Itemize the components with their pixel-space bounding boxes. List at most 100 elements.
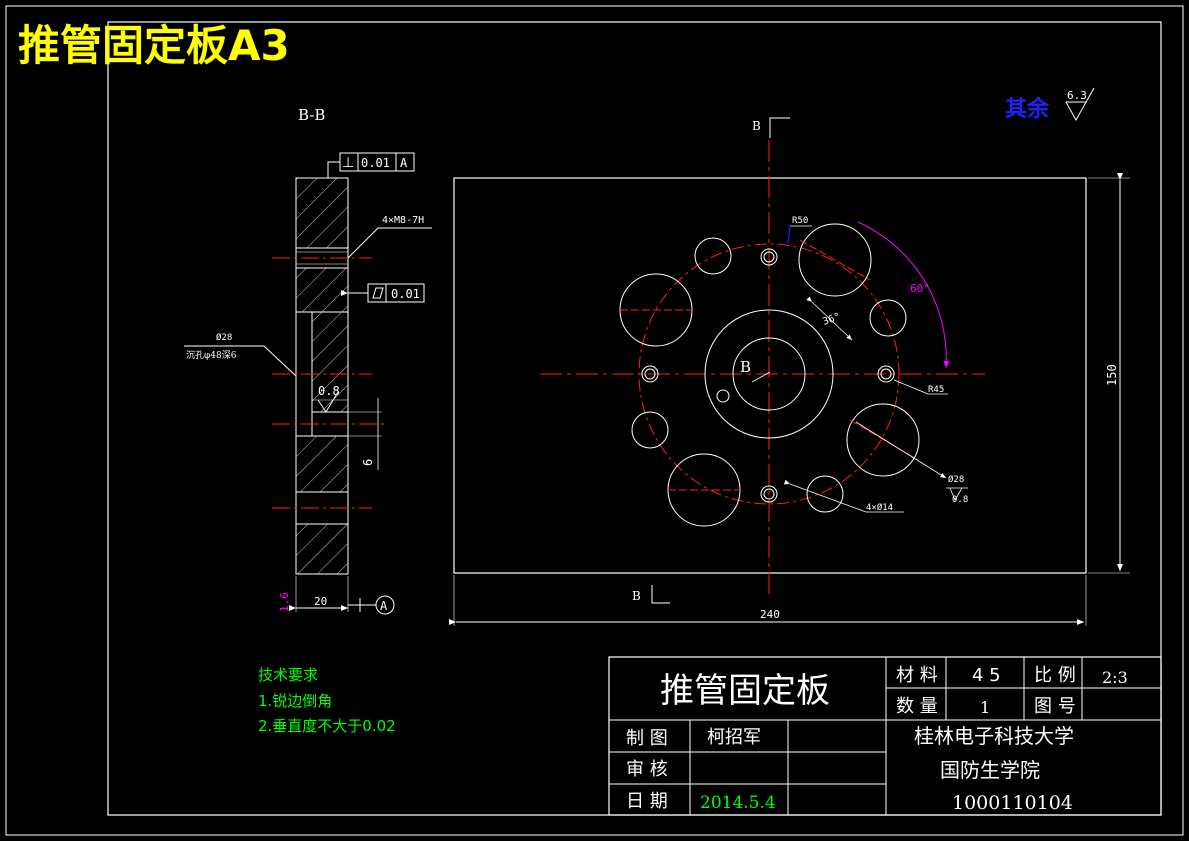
height-dimension: 150 <box>1088 173 1130 574</box>
thickness-dimension: 20 <box>289 576 349 612</box>
sheet-title: 推管固定板A3 <box>18 21 290 70</box>
inner-roughness: 0.8 <box>312 384 348 413</box>
angle-60-label: 60° <box>910 282 930 295</box>
hole-center-line <box>849 419 919 461</box>
section-hatch-bottom <box>295 523 349 575</box>
edge-roughness: 1.6 <box>278 592 291 612</box>
section-mark-bottom: B <box>632 589 641 603</box>
hole-dia-label: Ø28 <box>948 474 964 485</box>
check-label: 审 核 <box>626 759 668 780</box>
tech-requirement-item: 2.垂直度不大于0.02 <box>258 717 396 735</box>
qty-value: 1 <box>980 698 990 717</box>
center-bore-inner <box>732 337 806 411</box>
gdt-perp-tol: 0.01 <box>361 156 390 170</box>
title-block: 推管固定板 材 料 4 5 比 例 2:3 数 量 1 图 号 制 图 柯招军 … <box>608 656 1162 816</box>
section-cut-bottom: B <box>632 585 670 604</box>
drawing-no-label: 图 号 <box>1034 696 1076 717</box>
pitch-circle-r45 <box>638 243 900 505</box>
date-value: 2014.5.4 <box>700 793 776 813</box>
tech-requirement-item: 1.锐边倒角 <box>258 692 332 710</box>
large-hole <box>846 403 920 477</box>
student-id: 1000110104 <box>952 792 1073 814</box>
medium-hole <box>869 299 907 337</box>
section-hatch-top <box>295 177 349 249</box>
drawn-label: 制 图 <box>626 728 668 749</box>
small-hole-inner <box>880 368 892 380</box>
height-dimension-value: 150 <box>1105 364 1119 386</box>
gdt-flatness-frame: 0.01 <box>341 283 425 303</box>
thread-callout-text: 4×M8-7H <box>382 215 424 226</box>
plate-outline <box>453 177 1087 574</box>
gdt-perp-symbol: ⊥ <box>342 155 354 171</box>
small-holes-callout: 4×Ø14 <box>783 479 904 513</box>
angle-60-dimension: 60° <box>857 221 950 369</box>
tech-requirements-heading: 技术要求 <box>258 666 318 684</box>
medium-hole <box>694 237 732 275</box>
roughness-symbol-icon <box>1065 87 1095 122</box>
edge-roughness-value: 1.6 <box>278 592 291 612</box>
section-label: B-B <box>298 106 325 124</box>
inner-roughness-value: 0.8 <box>318 384 340 398</box>
small-hole-inner <box>763 488 775 500</box>
section-view: B-B ⊥ 0.01 A 4×M8-7H <box>184 106 432 615</box>
center-leader <box>751 371 771 383</box>
school-name: 桂林电子科技大学 <box>914 724 1074 748</box>
hole-diameter-callout: Ø28 0.8 <box>855 421 968 505</box>
section-mark-top: B <box>752 119 761 133</box>
width-dimension-value: 240 <box>760 608 780 621</box>
tech-requirements: 技术要求 1.锐边倒角 2.垂直度不大于0.02 <box>258 666 396 735</box>
r45-label: R45 <box>928 385 944 395</box>
roughness-note: 其余 6.3 <box>1005 87 1095 122</box>
plan-view: B B B <box>449 117 1130 626</box>
roughness-note-value: 6.3 <box>1067 89 1087 102</box>
depth-dimension-value: 6 <box>361 459 375 466</box>
scale-value: 2:3 <box>1102 668 1128 687</box>
section-hatch-cb <box>311 311 349 413</box>
material-label: 材 料 <box>896 665 938 686</box>
roughness-note-label: 其余 <box>1005 96 1050 122</box>
counterbore-callout: Ø28 沉孔φ48深6 <box>184 332 297 377</box>
large-hole <box>798 223 872 297</box>
qty-label: 数 量 <box>896 696 938 717</box>
medium-hole <box>631 411 669 449</box>
thread-callout: 4×M8-7H <box>347 215 432 259</box>
section-cut-top: B <box>752 117 790 138</box>
depth-dimension: 6 <box>348 398 382 470</box>
drawn-value: 柯招军 <box>707 727 761 748</box>
material-value: 4 5 <box>972 665 1001 686</box>
small-hole <box>760 485 778 503</box>
section-hatch-mid <box>295 267 349 313</box>
hole-finish-label: 0.8 <box>952 495 968 505</box>
center-label: B <box>740 358 751 376</box>
r50-label: R50 <box>792 216 808 226</box>
section-hatch-low <box>295 435 349 493</box>
outer-sheet-border <box>5 5 1184 836</box>
width-dimension: 240 <box>449 575 1087 626</box>
gdt-perp-datum: A <box>400 156 408 170</box>
small-holes-label: 4×Ø14 <box>866 502 893 513</box>
datum-a-label: A <box>380 599 388 613</box>
r45-callout: R45 <box>893 379 948 395</box>
r50-callout: R50 <box>787 216 812 245</box>
thickness-dimension-value: 20 <box>314 595 327 608</box>
hole-center-line <box>799 239 871 281</box>
counterbore-note: 沉孔φ48深6 <box>186 350 237 361</box>
medium-hole <box>806 475 844 513</box>
college-name: 国防生学院 <box>940 758 1040 782</box>
scale-label: 比 例 <box>1034 665 1076 686</box>
pin-hole <box>716 389 730 403</box>
gdt-flat-tol: 0.01 <box>391 287 420 301</box>
small-hole-inner <box>644 368 656 380</box>
small-hole <box>877 365 895 383</box>
part-name: 推管固定板 <box>660 671 830 711</box>
datum-a-symbol: A <box>348 595 395 615</box>
small-hole-inner <box>763 251 775 263</box>
small-hole <box>760 248 778 266</box>
small-hole <box>641 365 659 383</box>
flatness-symbol-icon <box>372 287 384 299</box>
counterbore-dia: Ø28 <box>216 332 232 343</box>
gdt-perpendicularity-frame: ⊥ 0.01 A <box>327 152 415 178</box>
center-bore-outer <box>704 309 834 439</box>
date-label: 日 期 <box>626 791 668 812</box>
